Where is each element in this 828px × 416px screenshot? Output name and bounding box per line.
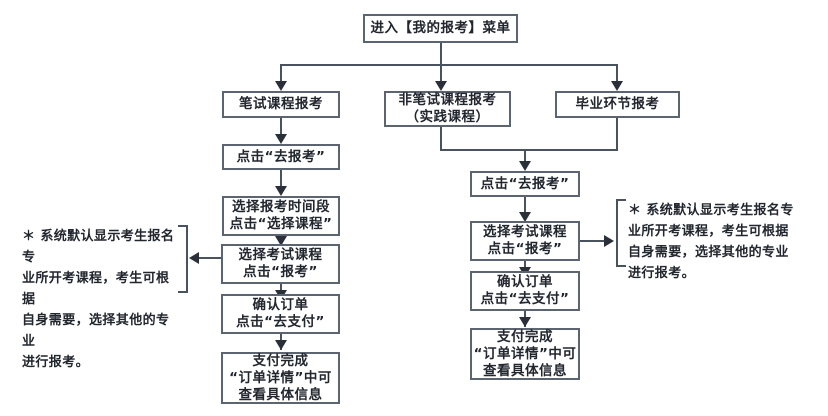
note-right: ＊ 系统默认显示考生报名专 业所开考课程，考生可根据 自身需要，选择其他的专业 … — [628, 203, 794, 281]
connector-merge-drop — [524, 149, 526, 164]
arrow-note-right — [604, 235, 614, 247]
note-left: ＊ 系统默认显示考生报名专 业所开考课程，考生可根据 自身需要，选择其他的专业 … — [22, 229, 175, 370]
arrow-right-3 — [519, 317, 531, 327]
connector-merge-from-right — [616, 118, 618, 151]
arrow-branch-left — [275, 81, 287, 91]
node-right-step-2: 选择考试课程 点击“报考” — [470, 221, 580, 261]
bracket-note-right — [616, 199, 626, 267]
arrow-merge-drop — [519, 161, 531, 171]
connector-left-1 — [280, 118, 282, 135]
connector-right-1 — [524, 197, 526, 214]
arrow-note-left — [189, 252, 199, 264]
arrow-right-1 — [519, 212, 531, 222]
node-left-step-5: 支付完成 “订单详情”中可 查看具体信息 — [221, 352, 340, 404]
connector-left-2 — [280, 170, 282, 187]
node-non-written-course-registration: 非笔试课程报考 （实践课程） — [384, 91, 511, 127]
connector-trunk-vertical — [440, 43, 442, 64]
node-left-step-2: 选择报考时间段 点击“选择课程” — [222, 196, 340, 236]
bracket-note-left — [178, 225, 188, 293]
arrow-left-5 — [275, 340, 287, 350]
connector-split-bar — [280, 64, 617, 66]
connector-branch-right — [616, 64, 618, 82]
node-graduation-stage-registration: 毕业环节报考 — [555, 91, 680, 118]
node-right-step-1: 点击“去报考” — [470, 171, 580, 197]
connector-note-right — [580, 240, 604, 242]
node-left-step-3: 选择考试课程 点击“报考” — [221, 244, 340, 284]
connector-merge-bar — [440, 149, 618, 151]
connector-branch-left — [280, 64, 282, 82]
arrow-branch-middle — [435, 81, 447, 91]
connector-branch-middle — [440, 64, 442, 82]
node-right-step-4: 支付完成 “订单详情”中可 查看具体信息 — [470, 328, 580, 380]
node-right-step-3: 确认订单 点击“去支付” — [470, 271, 580, 311]
connector-merge-from-middle — [440, 127, 442, 151]
node-left-step-1: 点击“去报考” — [222, 144, 340, 170]
arrow-branch-right — [611, 81, 623, 91]
connector-note-left — [199, 257, 221, 259]
node-left-step-4: 确认订单 点击“去支付” — [221, 294, 340, 334]
node-written-course-registration: 笔试课程报考 — [222, 91, 340, 118]
node-enter-my-registration: 进入【我的报考】菜单 — [363, 14, 518, 43]
arrow-left-3 — [275, 236, 287, 246]
arrow-left-1 — [275, 134, 287, 144]
arrow-left-2 — [275, 186, 287, 196]
